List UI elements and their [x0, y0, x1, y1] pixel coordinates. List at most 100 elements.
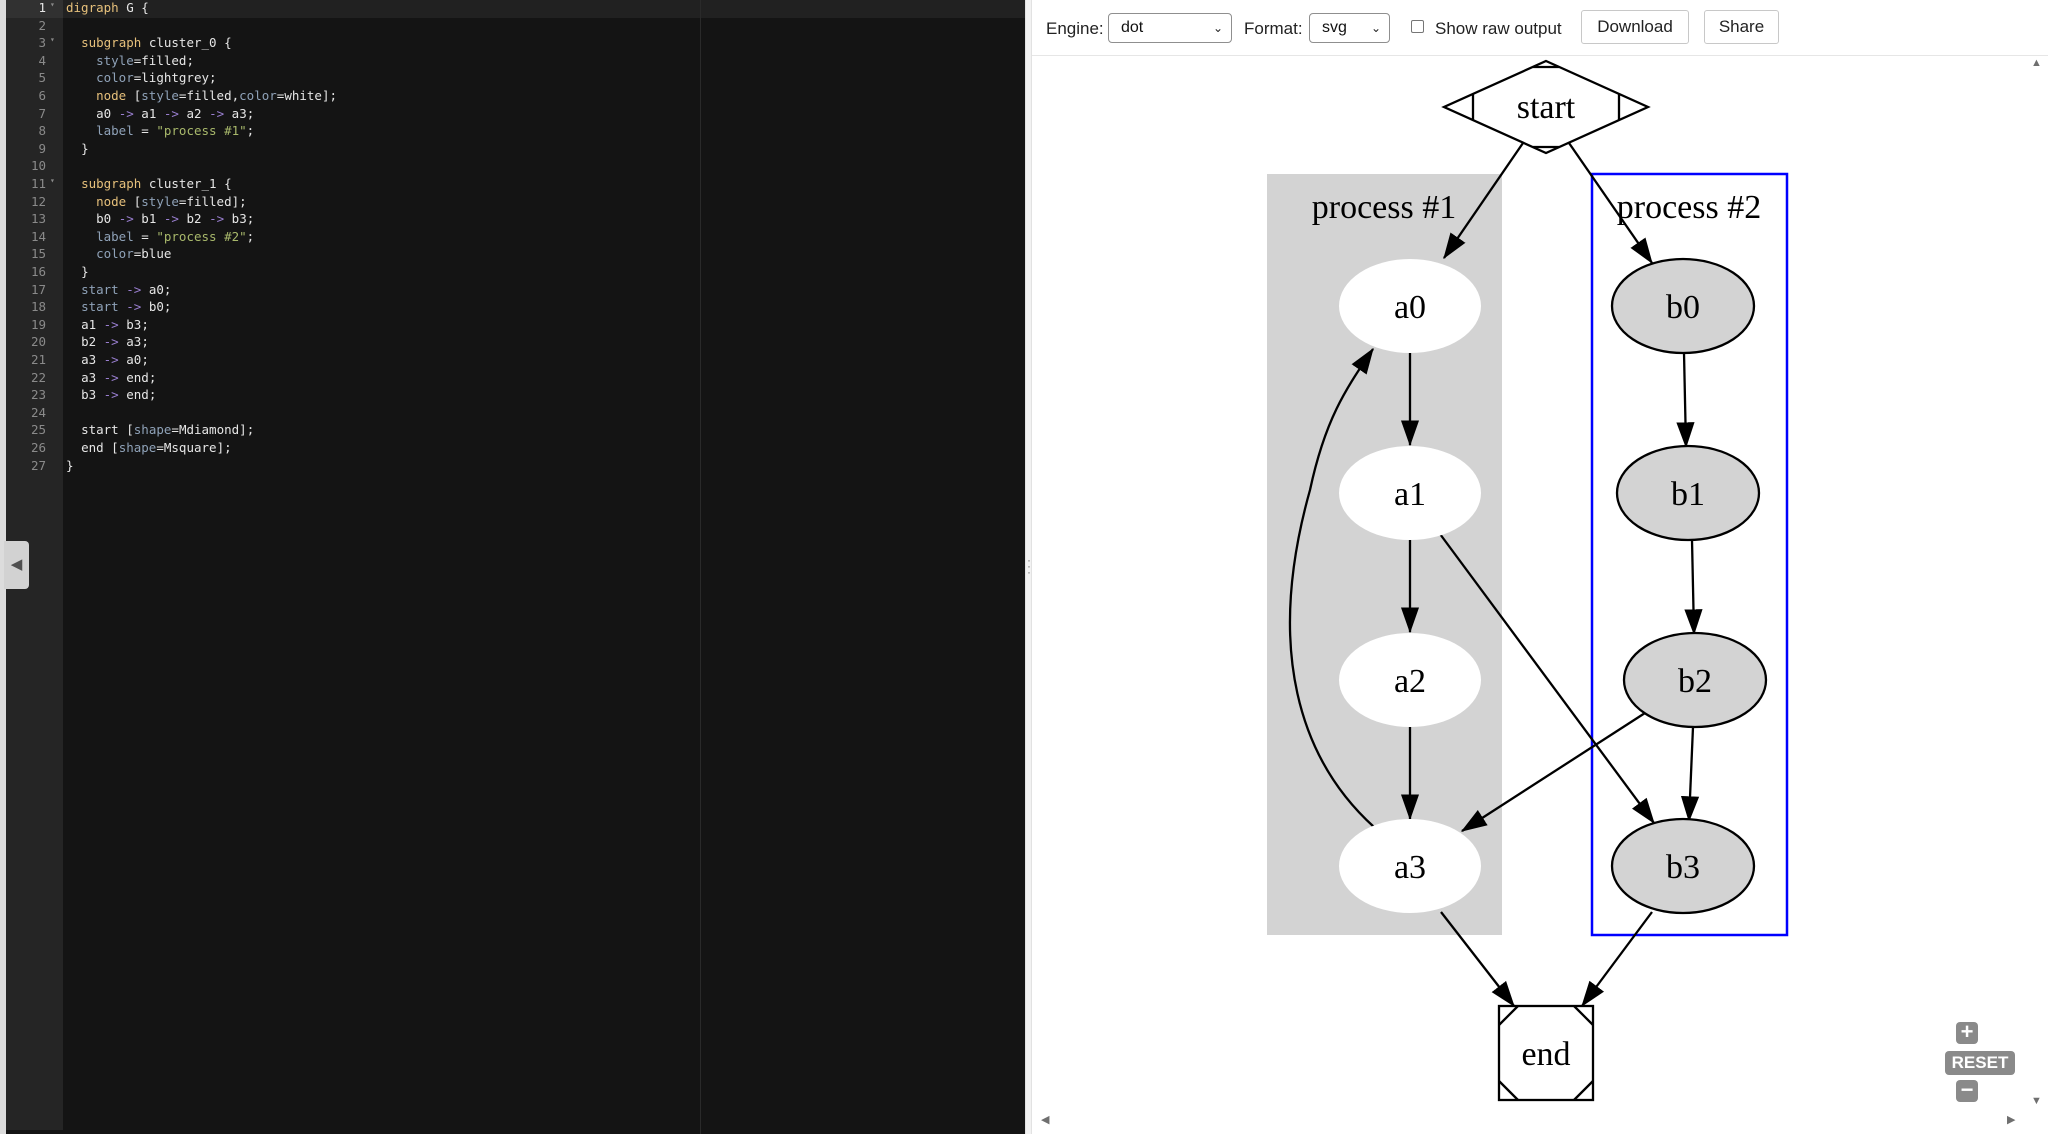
code-line[interactable]: label = "process #2";: [66, 229, 254, 247]
code-line[interactable]: a0 -> a1 -> a2 -> a3;: [66, 106, 254, 124]
code-line[interactable]: node [style=filled,color=white];: [66, 88, 337, 106]
code-token: digraph: [66, 0, 119, 15]
pane-splitter[interactable]: ···: [1025, 0, 1032, 1134]
code-line[interactable]: label = "process #1";: [66, 123, 254, 141]
engine-select[interactable]: dot ⌄: [1108, 13, 1232, 43]
node-b1[interactable]: b1: [1615, 444, 1761, 542]
code-line[interactable]: }: [66, 458, 74, 476]
code-line[interactable]: b0 -> b1 -> b2 -> b3;: [66, 211, 254, 229]
code-editor[interactable]: digraph G { subgraph cluster_0 { style=f…: [0, 0, 1025, 1134]
code-token: =: [133, 70, 142, 86]
node-a0[interactable]: a0: [1339, 259, 1481, 353]
zoom-in-button[interactable]: +: [1956, 1021, 1978, 1044]
code-token: ->: [209, 211, 225, 227]
download-button[interactable]: Download: [1581, 10, 1689, 44]
code-token: [66, 53, 96, 68]
code-token: ]: [231, 193, 240, 209]
show-raw-output-checkbox[interactable]: [1411, 20, 1424, 33]
code-line[interactable]: b2 -> a3;: [66, 334, 149, 352]
code-line[interactable]: digraph G {: [66, 0, 149, 18]
code-token: lightgrey: [141, 70, 210, 86]
code-line[interactable]: node [style=filled];: [66, 194, 247, 212]
collapse-editor-button[interactable]: ◀: [4, 541, 29, 589]
code-line[interactable]: start -> a0;: [66, 282, 171, 300]
code-token: [66, 282, 81, 297]
code-token: [66, 176, 81, 191]
code-line[interactable]: start -> b0;: [66, 299, 171, 317]
node-a3-label: a3: [1394, 849, 1426, 886]
code-line[interactable]: color=blue: [66, 246, 171, 264]
node-b0[interactable]: b0: [1610, 257, 1756, 355]
node-a2-label: a2: [1394, 663, 1426, 700]
code-token: end: [81, 440, 104, 455]
code-token: a3: [81, 369, 97, 385]
code-line[interactable]: style=filled;: [66, 53, 194, 71]
line-number: 9: [38, 140, 46, 156]
code-token: [66, 264, 81, 279]
line-number: 6: [38, 88, 46, 103]
code-token: a3: [231, 105, 247, 121]
vertical-scrollbar[interactable]: ▲ ▼: [2028, 57, 2044, 1111]
minus-icon: −: [1960, 1077, 1974, 1102]
share-button[interactable]: Share: [1704, 10, 1779, 44]
scroll-up-icon[interactable]: ▲: [2031, 57, 2042, 69]
code-line[interactable]: a3 -> end;: [66, 370, 156, 388]
code-token: b3: [126, 316, 142, 332]
graph-canvas[interactable]: process #1 process #2 start: [1032, 57, 2048, 1134]
code-token: ->: [103, 387, 119, 403]
fold-arrow-icon[interactable]: ▾: [50, 35, 55, 45]
edge-b3-end: [1581, 911, 1653, 1008]
code-line[interactable]: subgraph cluster_1 {: [66, 176, 232, 194]
fold-arrow-icon[interactable]: ▾: [50, 176, 55, 185]
code-token: G: [126, 0, 134, 15]
code-line[interactable]: }: [66, 141, 89, 159]
format-select[interactable]: svg ⌄: [1309, 13, 1390, 43]
code-token: ->: [118, 105, 134, 121]
scroll-left-icon[interactable]: ◀: [1041, 1114, 1050, 1126]
cluster-process-2-label: process #2: [1617, 189, 1761, 226]
node-b2[interactable]: b2: [1622, 631, 1768, 729]
node-a2[interactable]: a2: [1339, 633, 1481, 727]
code-token: [96, 317, 104, 332]
code-token: [224, 211, 232, 226]
code-token: [96, 387, 104, 402]
code-line[interactable]: a1 -> b3;: [66, 317, 149, 335]
code-line[interactable]: color=lightgrey;: [66, 70, 216, 88]
node-a1[interactable]: a1: [1339, 446, 1481, 540]
drag-handle-icon: ···: [1027, 553, 1031, 579]
fold-arrow-icon[interactable]: ▾: [50, 0, 55, 9]
node-start[interactable]: start: [1441, 59, 1651, 155]
code-token: =: [133, 52, 142, 68]
code-token: ]: [216, 440, 225, 455]
line-number: 4: [38, 52, 46, 68]
node-b3[interactable]: b3: [1610, 817, 1756, 915]
code-token: b0: [148, 299, 164, 315]
node-b0-label: b0: [1666, 289, 1700, 326]
code-line[interactable]: b3 -> end;: [66, 387, 156, 405]
code-line[interactable]: a3 -> a0;: [66, 352, 149, 370]
line-number: 21: [30, 352, 46, 367]
scroll-right-icon[interactable]: ▶: [2007, 1114, 2016, 1126]
code-line[interactable]: subgraph cluster_0 {: [66, 35, 232, 53]
code-line[interactable]: }: [66, 264, 89, 282]
code-line[interactable]: end [shape=Msquare];: [66, 440, 232, 458]
zoom-reset-button[interactable]: RESET: [1945, 1051, 2015, 1075]
horizontal-scrollbar[interactable]: ◀ ▶: [1032, 1112, 2028, 1128]
zoom-out-button[interactable]: −: [1956, 1077, 1978, 1102]
node-end-label: end: [1521, 1036, 1570, 1073]
code-token: =: [178, 193, 187, 209]
node-a3[interactable]: a3: [1339, 819, 1481, 913]
code-line[interactable]: start [shape=Mdiamond];: [66, 422, 254, 440]
code-token: ->: [103, 352, 119, 367]
node-end[interactable]: end: [1497, 1004, 1595, 1102]
code-token: [66, 229, 96, 244]
code-token: =: [171, 422, 179, 438]
code-token: [202, 211, 210, 226]
scroll-down-icon[interactable]: ▼: [2031, 1095, 2042, 1107]
code-token: ;: [141, 352, 149, 367]
triangle-left-icon: ◀: [10, 556, 23, 573]
code-token: b3: [231, 211, 247, 227]
code-token: cluster_1: [148, 176, 217, 191]
line-number: 14: [30, 228, 46, 244]
edge-b1-b2: [1684, 539, 1703, 636]
